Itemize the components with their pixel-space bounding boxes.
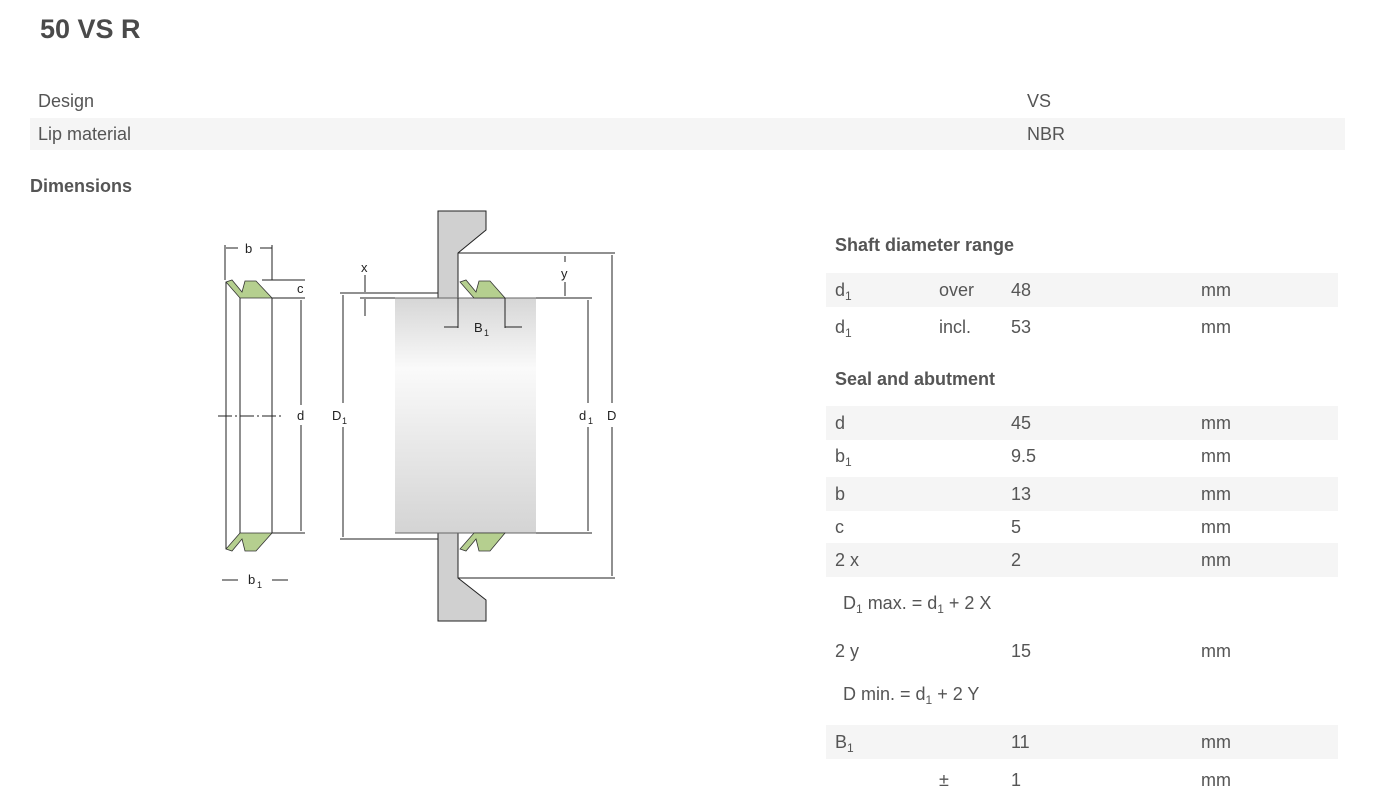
label-D: D [607, 408, 616, 423]
property-value: VS [1027, 91, 1052, 111]
label-c: c [297, 281, 304, 296]
label-D1: D [332, 408, 341, 423]
seal-heading: Seal and abutment [835, 369, 996, 389]
dimension-lines [218, 245, 615, 581]
shaft [395, 298, 536, 533]
seal-dimension-drawing: b c d b 1 x y B 1 D 1 d 1 D [218, 210, 616, 622]
label-B1: B [474, 320, 483, 335]
label-b: b [245, 241, 252, 256]
formula-D-min: D min. = d1 + 2 Y [843, 684, 980, 707]
label-x: x [361, 260, 368, 275]
formula-D1-max: D1 max. = d1 + 2 X [843, 593, 992, 616]
shaft-heading: Shaft diameter range [835, 235, 1015, 255]
property-row-lip-material: Lip material NBR [30, 118, 1345, 150]
label-b1-subscript: 1 [257, 580, 262, 590]
label-y: y [561, 266, 568, 281]
seal-lip [225, 279, 506, 552]
label-d1: d [579, 408, 586, 423]
property-label: Design [38, 91, 95, 111]
property-label: Lip material [38, 124, 132, 144]
dimensions-heading: Dimensions [30, 176, 133, 196]
label-d1-subscript: 1 [588, 416, 593, 426]
label-D1-subscript: 1 [342, 416, 347, 426]
label-d: d [297, 408, 304, 423]
label-b1: b [248, 572, 255, 587]
property-value: NBR [1027, 124, 1066, 144]
page-title: 50 VS R [40, 14, 141, 44]
property-row-design: Design VS [30, 85, 1345, 117]
label-B1-subscript: 1 [484, 328, 489, 338]
